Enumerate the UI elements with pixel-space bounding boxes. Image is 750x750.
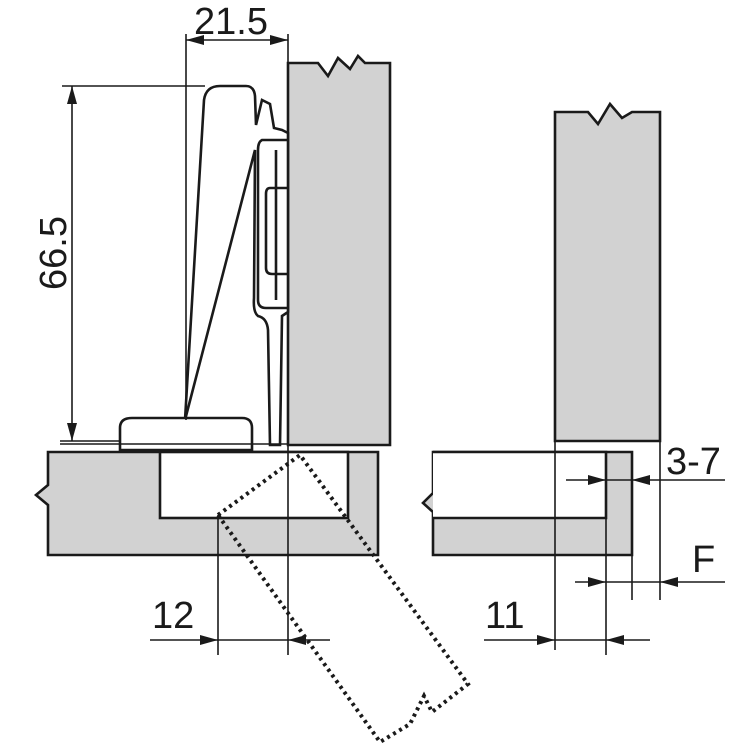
drill-11-arrow-right: [606, 635, 624, 645]
hinge-width-label: 21.5: [194, 1, 268, 43]
drill-12-arrow-right: [288, 635, 306, 645]
overlay-arrow-left: [588, 577, 606, 587]
hinge-cup-recess: [158, 450, 350, 520]
height-arrow-top: [67, 86, 77, 104]
gap-arrow-left: [588, 475, 606, 485]
hinge-arm: [183, 84, 290, 447]
drill-12-arrow-left: [200, 635, 218, 645]
width-arrow-right: [270, 35, 288, 45]
drilling-distance-closed-label: 11: [485, 595, 524, 637]
open-door-outline: [215, 452, 471, 745]
gap-arrow-right: [632, 475, 650, 485]
mounting-plate-slot: [264, 186, 288, 276]
hinge-height-label: 66.5: [33, 216, 75, 290]
right-door-recess: [433, 450, 608, 520]
right-side-panel: [553, 101, 662, 443]
mounting-plate: [256, 138, 288, 310]
overlay-arrow-right: [660, 577, 678, 587]
hinge-cup-flange: [118, 416, 254, 452]
left-side-panel: [286, 53, 392, 447]
drilling-distance-open-label: 12: [152, 595, 194, 637]
width-arrow-left: [186, 35, 204, 45]
drill-11-arrow-left: [537, 635, 555, 645]
overlay-label: F: [692, 539, 715, 581]
height-arrow-bottom: [67, 423, 77, 441]
door-gap-label: 3-7: [666, 441, 721, 483]
